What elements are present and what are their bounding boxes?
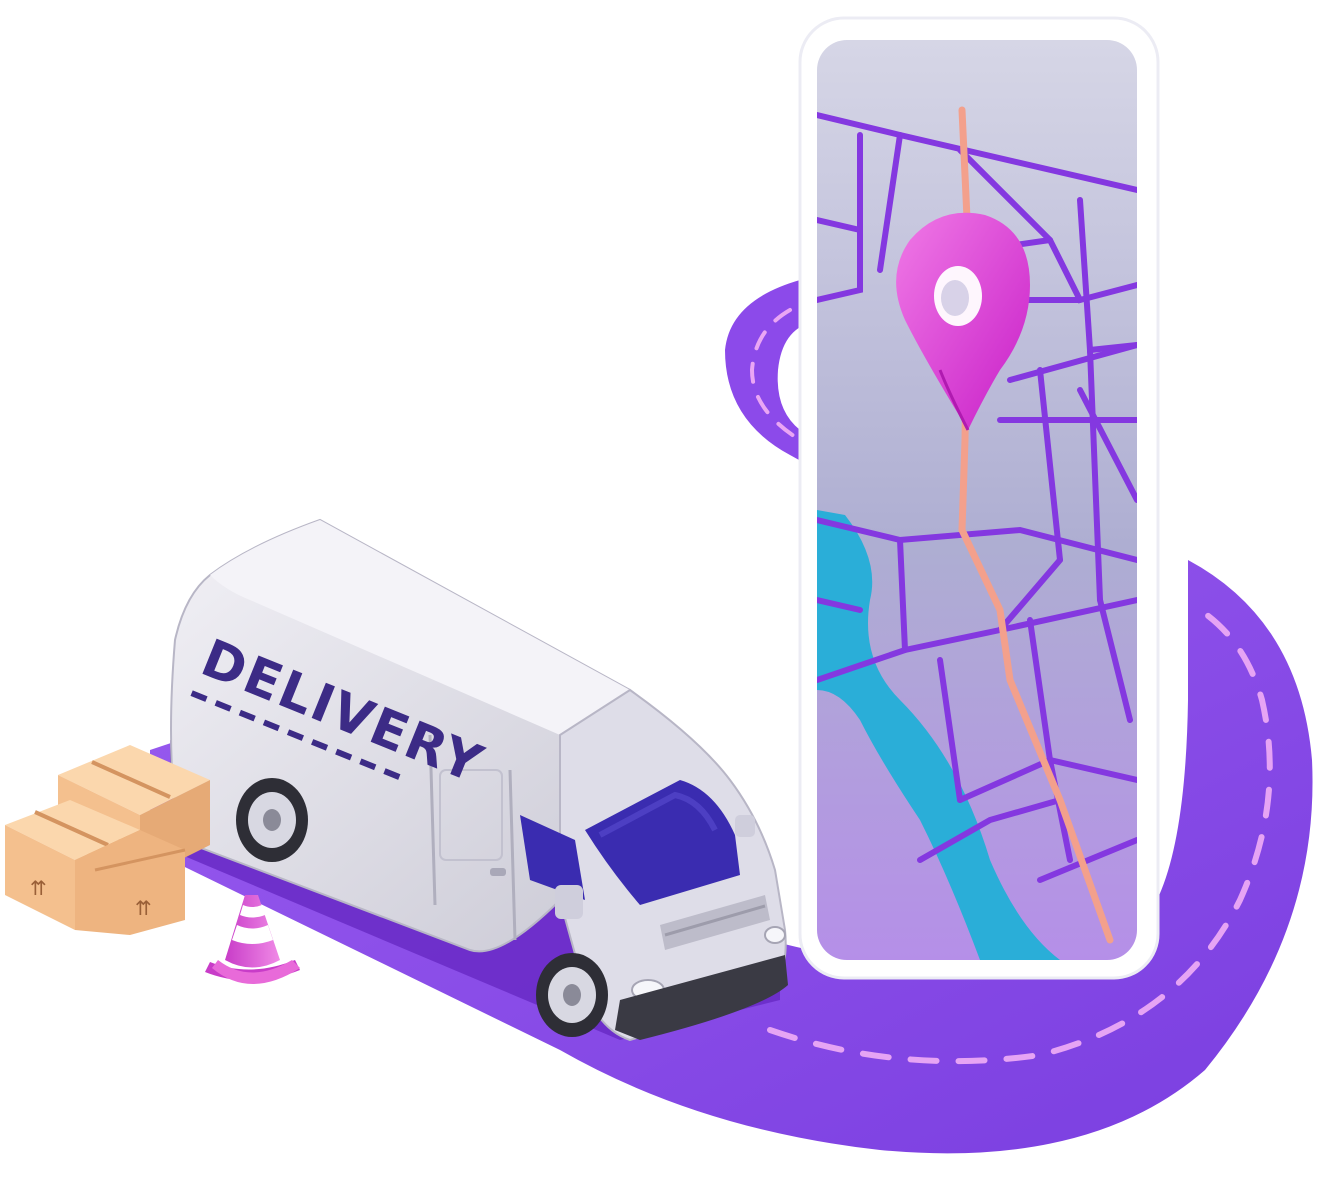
map-screen	[817, 40, 1137, 960]
map-river	[817, 510, 1060, 960]
van-roof	[210, 520, 630, 735]
traffic-cone	[205, 895, 300, 984]
van-bumper	[615, 955, 788, 1040]
van-headlight-right	[764, 926, 786, 944]
van-wheel-rear	[236, 778, 308, 862]
this-side-up-arrow-icon: ⇈	[30, 876, 47, 900]
cardboard-boxes: ⇈ ⇈ ⇈	[5, 745, 210, 935]
van-grille	[660, 895, 770, 950]
road-bottom-curve	[150, 560, 1313, 1154]
van-side-window	[520, 815, 585, 900]
this-side-up-arrow-icon: ⇈	[135, 896, 152, 920]
location-pin-icon	[896, 212, 1030, 431]
delivery-van: DELIVERY	[170, 518, 788, 1042]
van-wheel-front	[536, 953, 608, 1037]
box-right: ⇈	[75, 830, 186, 935]
map-streets	[817, 112, 1137, 883]
van-mirror	[555, 885, 583, 919]
phone	[798, 16, 1160, 980]
road-dash-line	[767, 607, 1273, 1065]
road-loop	[725, 280, 985, 496]
